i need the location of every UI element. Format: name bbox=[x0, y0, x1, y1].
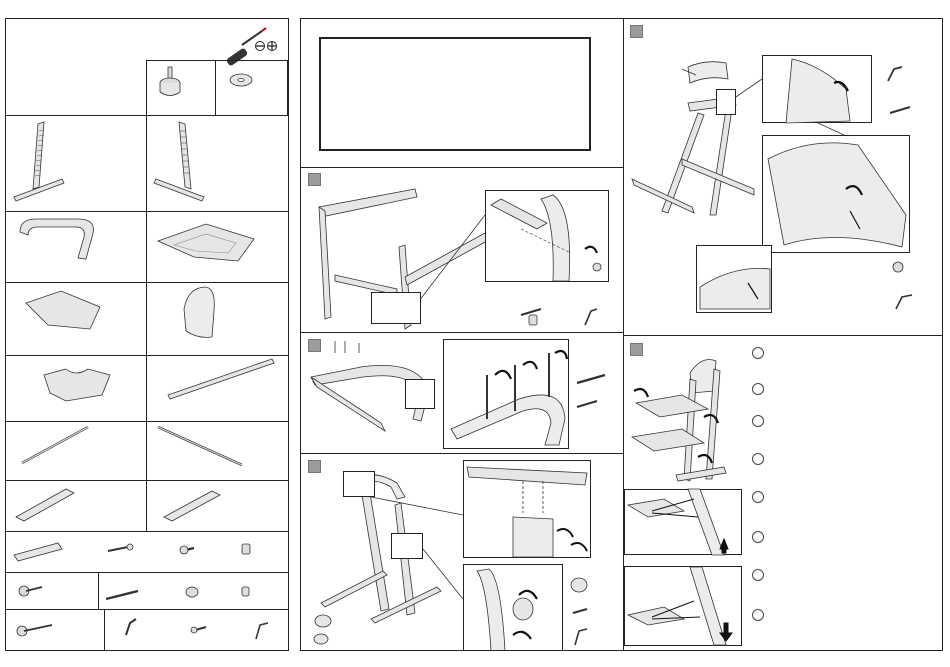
right-column bbox=[623, 18, 943, 651]
step-5-marker-7 bbox=[752, 569, 764, 581]
step-5-marker-2 bbox=[752, 383, 764, 395]
step-5-marker-5 bbox=[752, 491, 764, 503]
middle-column bbox=[300, 18, 624, 651]
step-5-marker-6 bbox=[752, 531, 764, 543]
step-5-marker-3 bbox=[752, 415, 764, 427]
step-5-marker-4 bbox=[752, 453, 764, 465]
parts-list-panel bbox=[5, 18, 289, 651]
step-5-detail-drawing bbox=[624, 19, 943, 651]
step-5-marker-8 bbox=[752, 609, 764, 621]
step-5-marker-1 bbox=[752, 347, 764, 359]
step-3-detail-drawing bbox=[301, 19, 624, 651]
part-row-hardware bbox=[6, 19, 289, 651]
